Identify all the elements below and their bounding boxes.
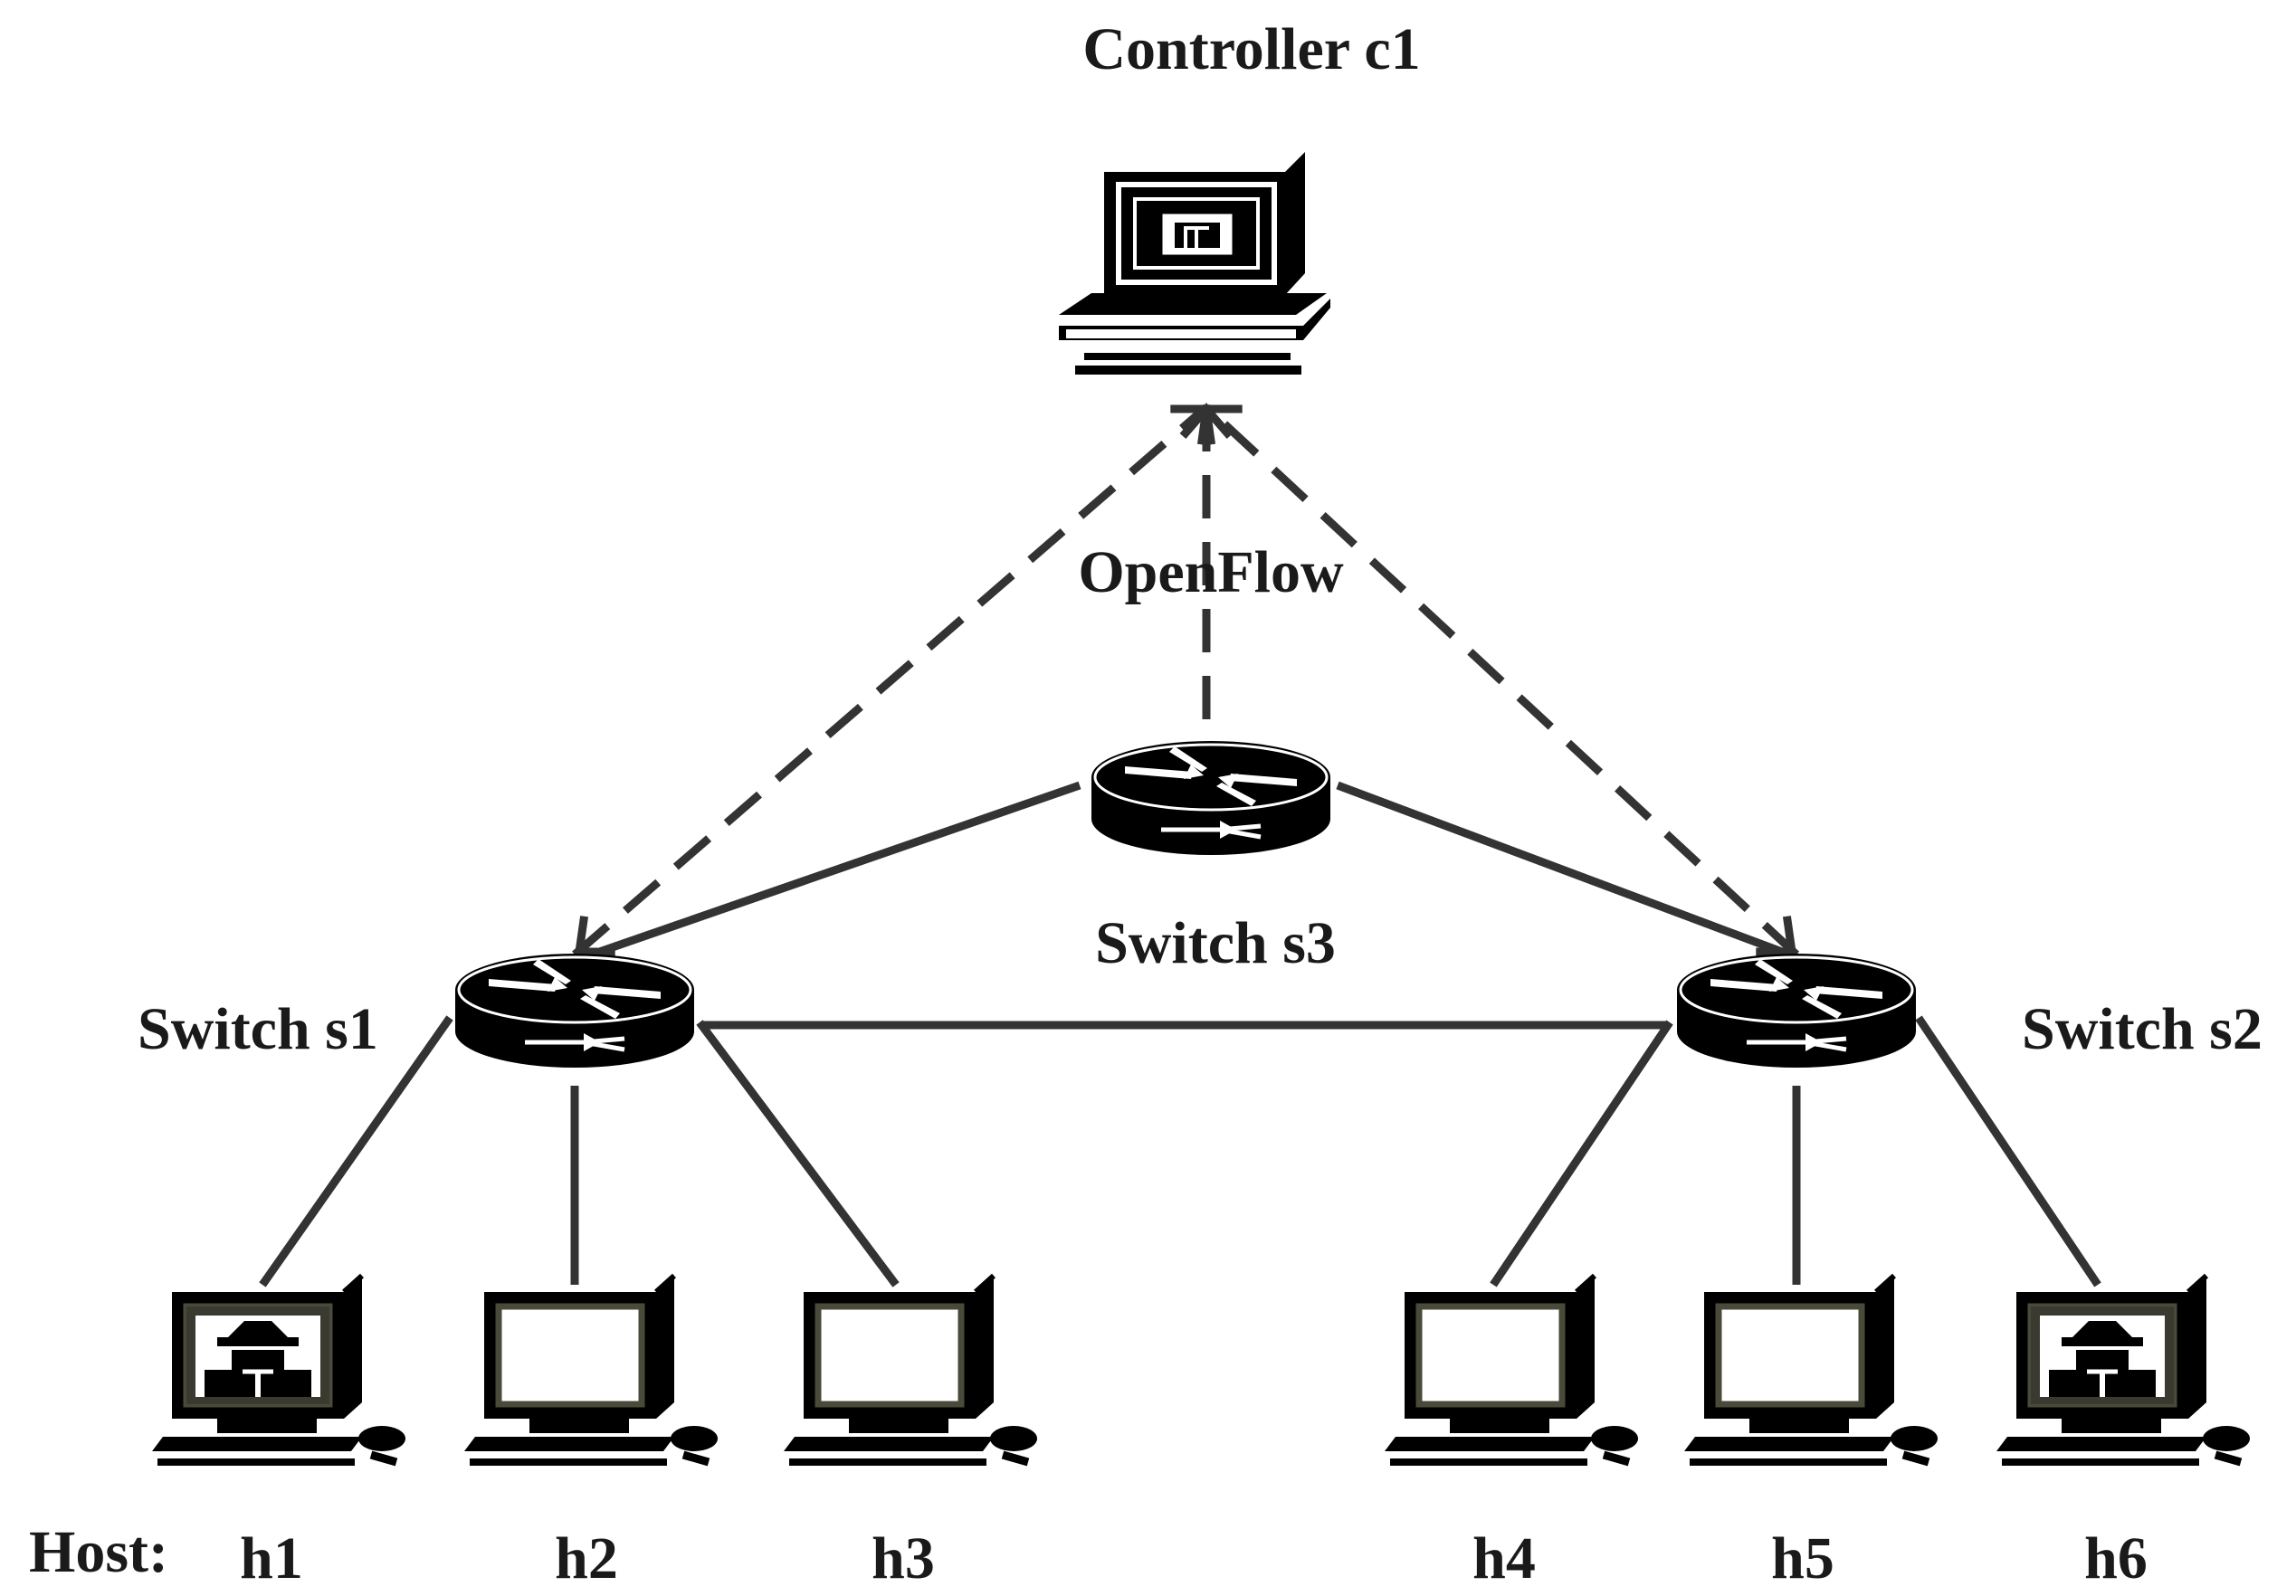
host-h6-label: h6 [2084, 1525, 2148, 1591]
switch-s3-label: Switch s3 [1095, 910, 1336, 976]
openflow-control-link-s2-c1 [1203, 404, 1800, 958]
host-h2-label: h2 [555, 1525, 618, 1591]
data-link-s1-h3 [696, 1020, 900, 1287]
host-h5-computer-icon [1684, 1276, 1938, 1462]
data-link-s2-h6 [1915, 1015, 2101, 1287]
arrowhead-to-switch-s2 [1756, 916, 1797, 956]
host-h1-label: h1 [240, 1525, 303, 1591]
controller-c1-computer-icon [1059, 152, 1330, 375]
openflow-label: OpenFlow [1078, 539, 1344, 605]
data-link-s2-h4 [1490, 1020, 1673, 1287]
switch-s1-icon [455, 954, 694, 1068]
host-h6-computer-icon [1996, 1276, 2250, 1462]
host-h5-label: h5 [1771, 1525, 1834, 1591]
hacker-icon [186, 1306, 329, 1404]
host-h3-computer-icon [784, 1276, 1037, 1462]
host-h1-computer-icon [152, 1276, 405, 1462]
control-arrowheads [574, 403, 1797, 956]
arrowhead-to-controller-right [1170, 404, 1212, 445]
openflow-control-link-s1-c1 [572, 404, 1209, 958]
host-prefix-label: Host: [29, 1519, 168, 1585]
host-h3-label: h3 [872, 1525, 935, 1591]
links-layer [259, 403, 2101, 1287]
host-h4-label: h4 [1472, 1525, 1536, 1591]
controller-label: Controller c1 [1082, 16, 1421, 82]
devices-layer [152, 152, 2250, 1462]
arrowhead-to-switch-s1 [574, 916, 615, 956]
host-h4-computer-icon [1385, 1276, 1638, 1462]
data-link-s1-s3 [582, 781, 1081, 962]
switch-s3-icon [1091, 741, 1330, 855]
switch-s1-label: Switch s1 [138, 996, 378, 1062]
hacker-icon [2031, 1306, 2174, 1404]
data-link-s1-h1 [259, 1015, 453, 1287]
host-h2-computer-icon [464, 1276, 718, 1462]
data-link-s3-s2 [1336, 781, 1798, 962]
switch-s2-label: Switch s2 [2022, 996, 2263, 1062]
switch-s2-icon [1677, 954, 1916, 1068]
